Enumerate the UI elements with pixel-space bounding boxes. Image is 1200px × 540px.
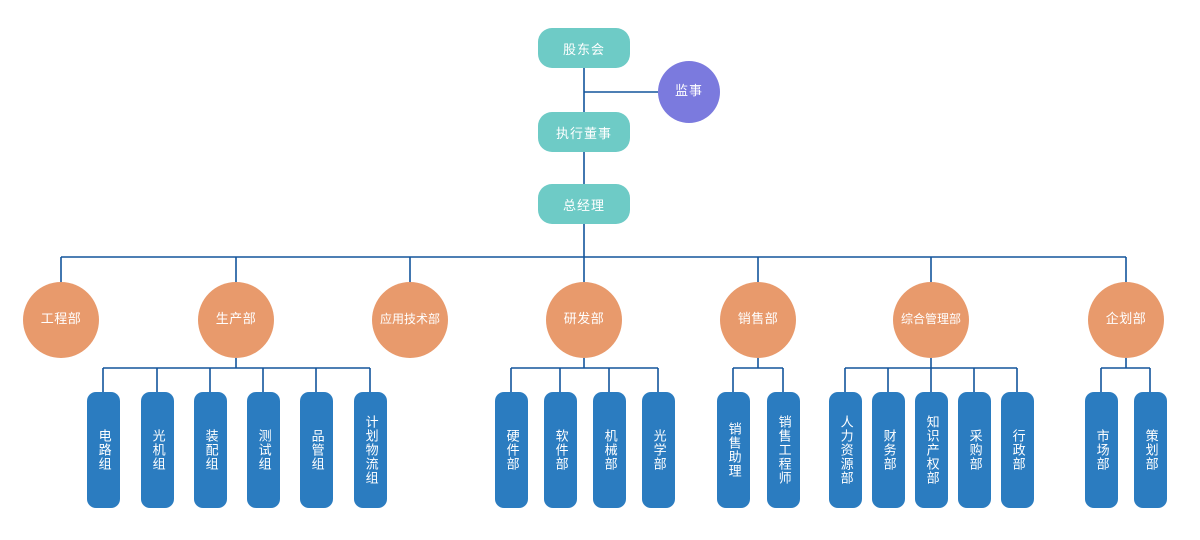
node-software-dept[interactable]: 软件部 [543,392,577,508]
node-label: 市场部 [1093,429,1109,471]
node-label: 测试组 [255,429,271,471]
node-mechanical-dept[interactable]: 机械部 [592,392,626,508]
node-hr-dept[interactable]: 人力资源部 [828,392,862,508]
node-label: 采购部 [966,429,982,471]
node-shareholders[interactable]: 股东会 [538,28,630,68]
node-label: 销售助理 [725,422,741,478]
node-ip-dept[interactable]: 知识产权部 [914,392,948,508]
node-admin-dept[interactable]: 行政部 [1000,392,1034,508]
node-supervisor[interactable]: 监事 [658,61,720,123]
node-purchasing-dept[interactable]: 采购部 [957,392,991,508]
node-label: 人力资源部 [837,415,853,485]
node-finance-dept[interactable]: 财务部 [871,392,905,508]
node-app-tech[interactable]: 应用技术部 [372,282,448,358]
node-market-dept[interactable]: 市场部 [1084,392,1118,508]
node-label: 光机组 [149,429,165,471]
node-hardware-dept[interactable]: 硬件部 [494,392,528,508]
node-sales[interactable]: 销售部 [720,282,796,358]
node-general-manager[interactable]: 总经理 [538,184,630,224]
node-label: 软件部 [552,429,568,471]
node-label: 计划物流组 [362,415,378,485]
node-label: 硬件部 [503,429,519,471]
node-sales-assistant[interactable]: 销售助理 [716,392,750,508]
node-label: 光学部 [650,429,666,471]
node-label: 电路组 [95,429,111,471]
node-logistics-group[interactable]: 计划物流组 [353,392,387,508]
node-quality-group[interactable]: 品管组 [299,392,333,508]
node-label: 销售工程师 [775,415,791,485]
node-general-admin[interactable]: 综合管理部 [893,282,969,358]
node-label: 行政部 [1009,429,1025,471]
node-label: 策划部 [1142,429,1158,471]
node-rnd[interactable]: 研发部 [546,282,622,358]
node-planning[interactable]: 企划部 [1088,282,1164,358]
node-production[interactable]: 生产部 [198,282,274,358]
node-label: 知识产权部 [923,415,939,485]
node-assembly-group[interactable]: 装配组 [193,392,227,508]
node-sales-engineer[interactable]: 销售工程师 [766,392,800,508]
node-label: 装配组 [202,429,218,471]
node-engineering[interactable]: 工程部 [23,282,99,358]
node-test-group[interactable]: 测试组 [246,392,280,508]
node-label: 品管组 [308,429,324,471]
node-strategy-dept[interactable]: 策划部 [1133,392,1167,508]
node-label: 机械部 [601,429,617,471]
node-exec-director[interactable]: 执行董事 [538,112,630,152]
node-label: 财务部 [880,429,896,471]
node-circuit-group[interactable]: 电路组 [86,392,120,508]
node-optomech-group[interactable]: 光机组 [140,392,174,508]
node-optical-dept[interactable]: 光学部 [641,392,675,508]
